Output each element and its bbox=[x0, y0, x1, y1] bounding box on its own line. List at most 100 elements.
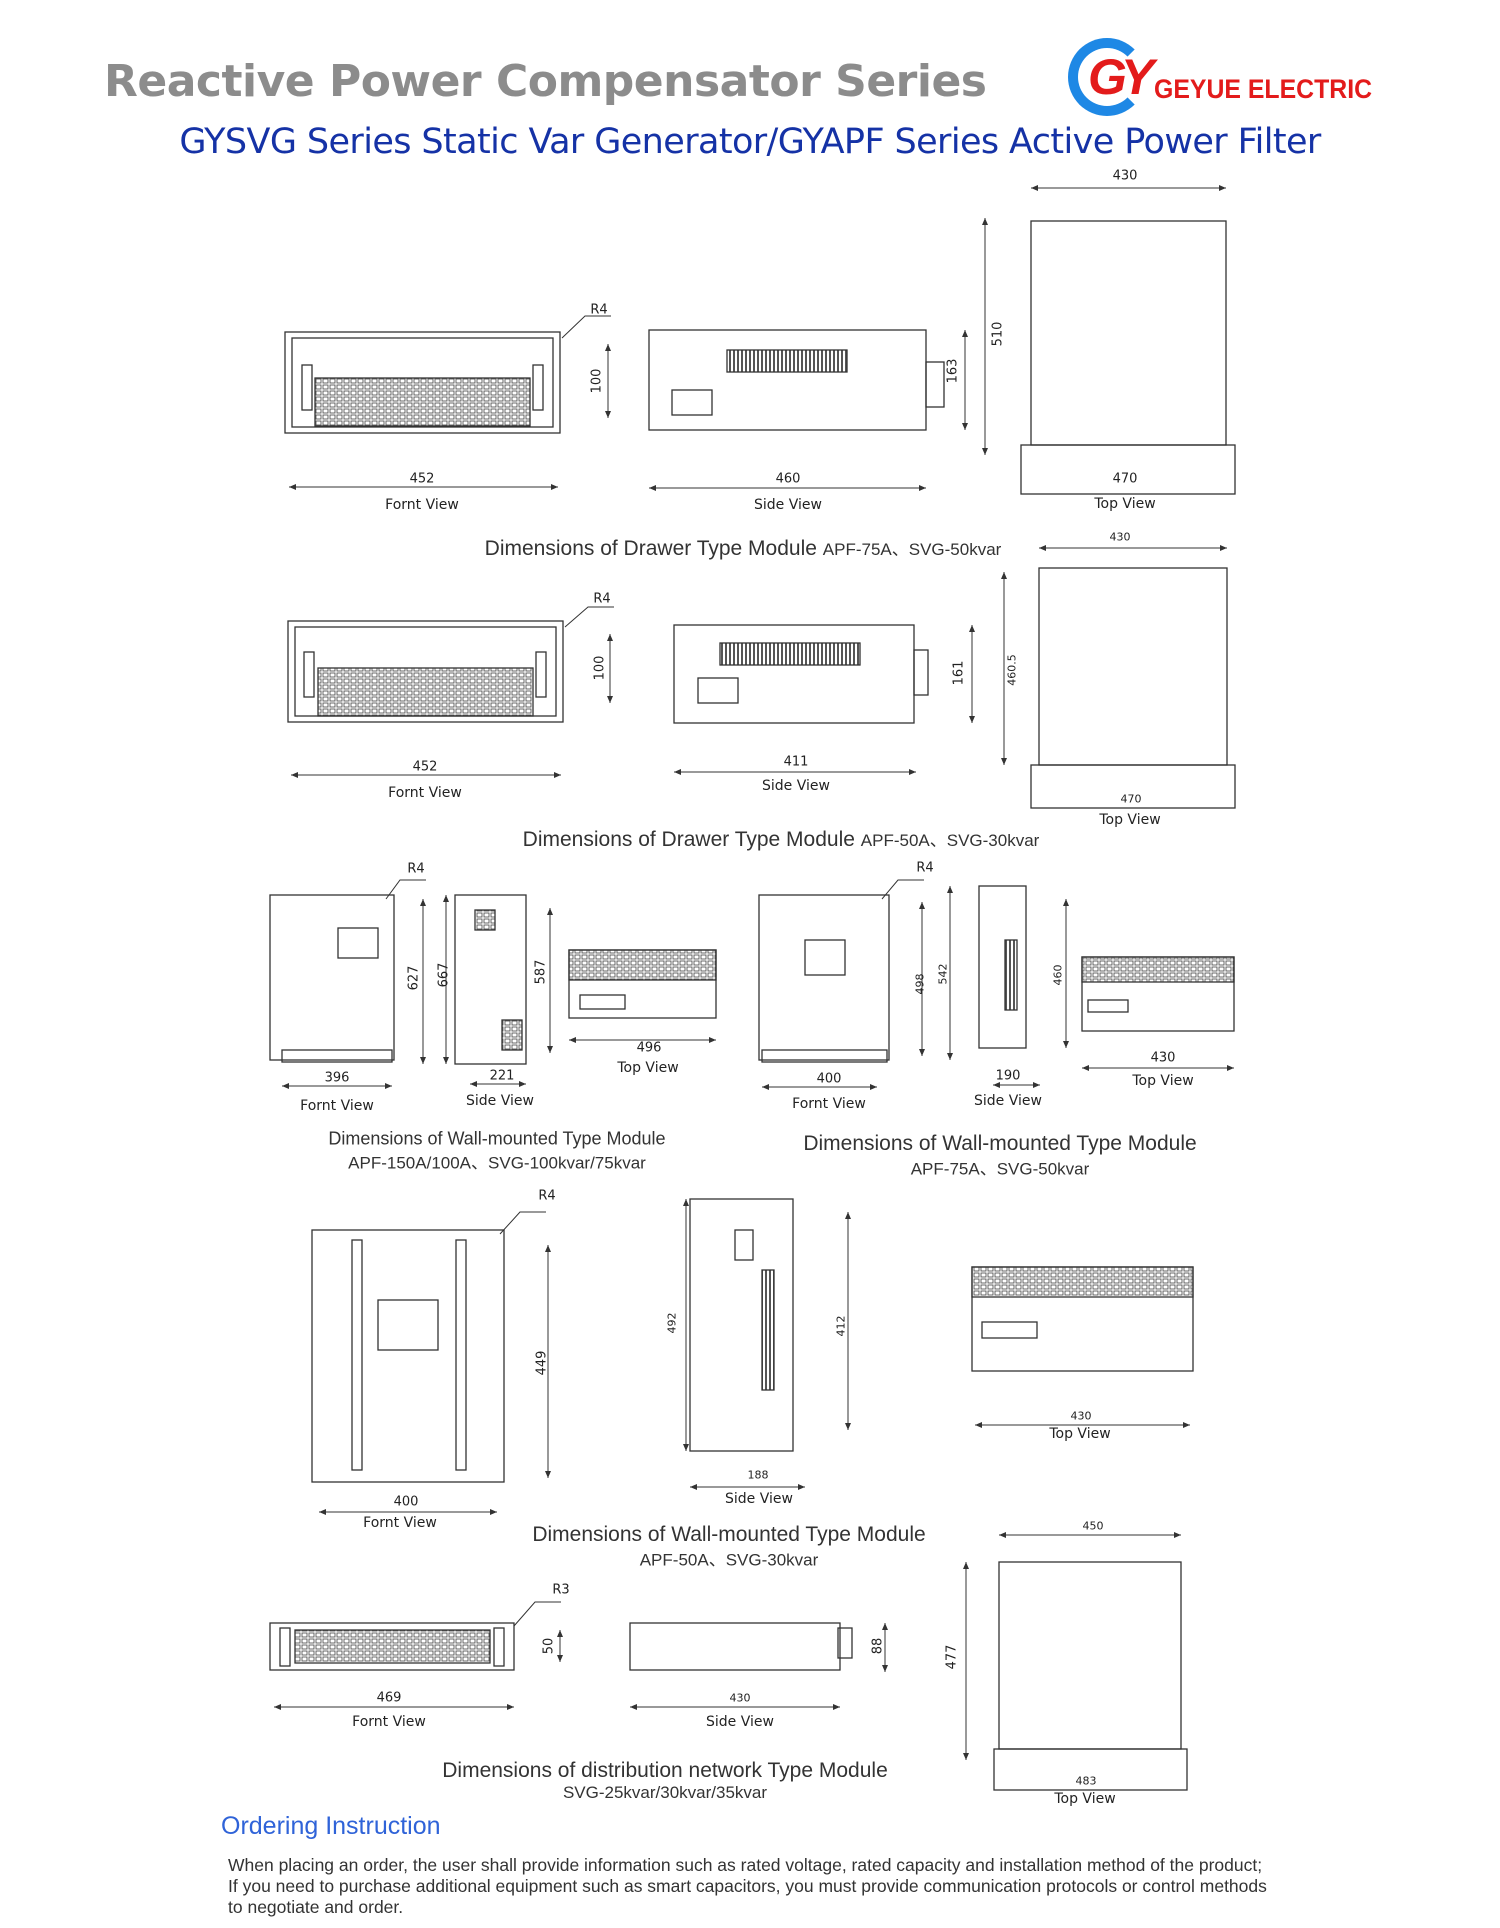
side-view-drawing bbox=[454, 894, 527, 1065]
caption-model: SVG-25kvar/30kvar/35kvar bbox=[562, 1783, 768, 1802]
front-view-label: Fornt View bbox=[352, 1714, 426, 1730]
caption-title: Dimensions of Wall-mounted Type Module bbox=[328, 1128, 666, 1149]
base bbox=[281, 1049, 393, 1063]
display-screen bbox=[804, 939, 846, 976]
top-view-label: Top View bbox=[617, 1060, 679, 1076]
dimension-label: 100 bbox=[592, 655, 608, 681]
dimension-label: 50 bbox=[541, 1637, 557, 1655]
caption-model: APF-50A、SVG-30kvar bbox=[860, 831, 1040, 850]
dimension-label: 477 bbox=[944, 1644, 960, 1670]
radius-leader bbox=[513, 1601, 561, 1627]
dimension-label: 430 bbox=[729, 1691, 751, 1705]
vent-slot bbox=[719, 642, 861, 666]
vent-slot bbox=[1004, 939, 1018, 1011]
radius-label: R4 bbox=[590, 302, 608, 318]
dimension-label: 88 bbox=[870, 1637, 886, 1655]
handle bbox=[535, 651, 547, 698]
caption-title: Dimensions of Wall-mounted Type Module bbox=[532, 1523, 926, 1546]
vent-grid bbox=[294, 1629, 491, 1664]
top-view-drawing bbox=[1030, 220, 1227, 446]
display-screen bbox=[337, 927, 379, 959]
dimension-label: 161 bbox=[951, 660, 967, 686]
section-caption: Dimensions of Drawer Type Module APF-75A… bbox=[485, 535, 1002, 561]
display-box bbox=[697, 677, 739, 704]
ordering-line: If you need to purchase additional equip… bbox=[228, 1876, 1267, 1896]
radius-leader bbox=[881, 879, 924, 900]
dimension-label: 469 bbox=[376, 1690, 402, 1706]
top-view-label: Top View bbox=[1054, 1791, 1116, 1807]
handle bbox=[734, 1229, 754, 1261]
vent-grid bbox=[314, 377, 531, 427]
caption-title: Dimensions of distribution network Type … bbox=[442, 1759, 888, 1782]
dimension-label: 542 bbox=[936, 963, 950, 985]
radius-label: R3 bbox=[552, 1582, 570, 1598]
dimension-label: 396 bbox=[324, 1070, 350, 1086]
front-view-label: Fornt View bbox=[385, 497, 459, 513]
handle bbox=[303, 651, 315, 698]
front-view-drawing bbox=[269, 1622, 515, 1671]
side-view-label: Side View bbox=[725, 1491, 793, 1507]
base-plate bbox=[1030, 764, 1236, 809]
handle bbox=[279, 1627, 291, 1667]
front-view-drawing bbox=[287, 620, 564, 723]
rail bbox=[351, 1239, 363, 1471]
radius-leader bbox=[385, 879, 426, 900]
terminal-block bbox=[1087, 999, 1129, 1013]
vent-slot bbox=[761, 1269, 775, 1391]
side-view-label: Side View bbox=[754, 497, 822, 513]
dimension-label: 492 bbox=[665, 1312, 679, 1334]
front-view-label: Fornt View bbox=[792, 1096, 866, 1112]
front-view-drawing bbox=[758, 894, 890, 1061]
dimension-label: 190 bbox=[995, 1068, 1021, 1084]
dimension-label: 188 bbox=[747, 1468, 769, 1482]
dimension-label: 100 bbox=[589, 368, 605, 394]
caption-model: APF-75A、SVG-50kvar bbox=[910, 1159, 1090, 1179]
top-view-drawing bbox=[998, 1561, 1182, 1750]
dimension-label: 460.5 bbox=[1005, 654, 1019, 686]
top-view-label: Top View bbox=[1094, 496, 1156, 512]
display-screen bbox=[377, 1299, 439, 1351]
dimension-label: 460 bbox=[775, 471, 801, 487]
dimension-label: 430 bbox=[1150, 1050, 1176, 1066]
logo-ring-icon bbox=[1068, 38, 1146, 116]
dimension-label: 470 bbox=[1112, 471, 1138, 487]
section-caption: Dimensions of Drawer Type Module APF-50A… bbox=[523, 826, 1040, 852]
handle bbox=[301, 364, 313, 411]
dimension-label: 450 bbox=[1082, 1519, 1104, 1533]
caption-title: Dimensions of Drawer Type Module bbox=[522, 828, 861, 851]
dimension-label: 498 bbox=[913, 973, 927, 995]
side-view-label: Side View bbox=[974, 1093, 1042, 1109]
handle bbox=[837, 1627, 853, 1659]
handle bbox=[913, 649, 929, 696]
dimension-label: 452 bbox=[412, 759, 438, 775]
base-plate bbox=[993, 1748, 1188, 1791]
ordering-line: When placing an order, the user shall pr… bbox=[228, 1855, 1263, 1875]
vent-grid bbox=[971, 1266, 1194, 1298]
front-view-drawing bbox=[269, 894, 395, 1061]
vent-slot bbox=[726, 349, 848, 373]
dimension-label: 470 bbox=[1120, 792, 1142, 806]
dimension-label: 667 bbox=[436, 962, 452, 988]
front-view-label: Fornt View bbox=[363, 1515, 437, 1531]
logo-text: GEYUE ELECTRIC bbox=[1154, 74, 1373, 104]
top-view-drawing bbox=[1038, 567, 1228, 766]
radius-label: R4 bbox=[407, 861, 425, 877]
top-view-label: Top View bbox=[1049, 1426, 1111, 1442]
caption-model: APF-150A/100A、SVG-100kvar/75kvar bbox=[348, 1153, 646, 1173]
dimension-label: 452 bbox=[409, 471, 435, 487]
front-view-drawing bbox=[311, 1229, 505, 1483]
dimension-label: 627 bbox=[406, 965, 422, 991]
caption-model: APF-50A、SVG-30kvar bbox=[639, 1550, 819, 1570]
dimension-label: 412 bbox=[834, 1315, 848, 1337]
terminal-block bbox=[579, 994, 626, 1010]
side-view-drawing bbox=[689, 1198, 794, 1452]
handle bbox=[532, 364, 544, 411]
side-view-drawing bbox=[629, 1622, 841, 1671]
radius-label: R4 bbox=[538, 1188, 556, 1204]
front-view-drawing bbox=[284, 331, 561, 434]
logo-mark: GY bbox=[1088, 49, 1154, 105]
dimension-label: 460 bbox=[1051, 964, 1065, 986]
page-title: Reactive Power Compensator Series bbox=[104, 56, 987, 107]
ordering-line: to negotiate and order. bbox=[228, 1897, 404, 1917]
